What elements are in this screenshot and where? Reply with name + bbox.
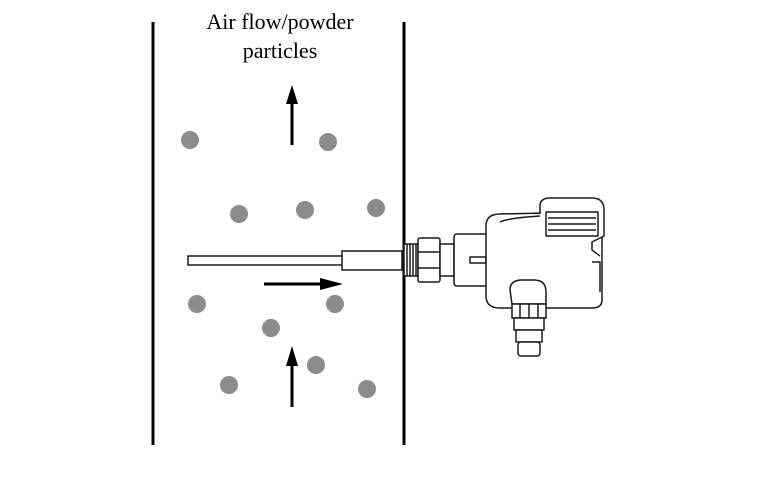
particle bbox=[230, 205, 248, 223]
particle bbox=[262, 319, 280, 337]
particle bbox=[367, 199, 385, 217]
particle bbox=[220, 376, 238, 394]
flow-caption: Air flow/powder particles bbox=[180, 7, 380, 65]
particle bbox=[188, 295, 206, 313]
arrow-up-icon bbox=[286, 346, 298, 407]
particle bbox=[326, 295, 344, 313]
particles bbox=[181, 131, 385, 398]
caption-line-1: Air flow/powder bbox=[206, 9, 354, 34]
particle bbox=[307, 356, 325, 374]
particle bbox=[358, 380, 376, 398]
arrow-up-icon bbox=[286, 85, 298, 145]
particle bbox=[181, 131, 199, 149]
particle bbox=[319, 133, 337, 151]
sensor-housing bbox=[403, 197, 605, 357]
caption-line-2: particles bbox=[242, 38, 318, 63]
arrow-right-icon bbox=[264, 278, 343, 290]
particle bbox=[296, 201, 314, 219]
probe-rod bbox=[187, 250, 403, 271]
